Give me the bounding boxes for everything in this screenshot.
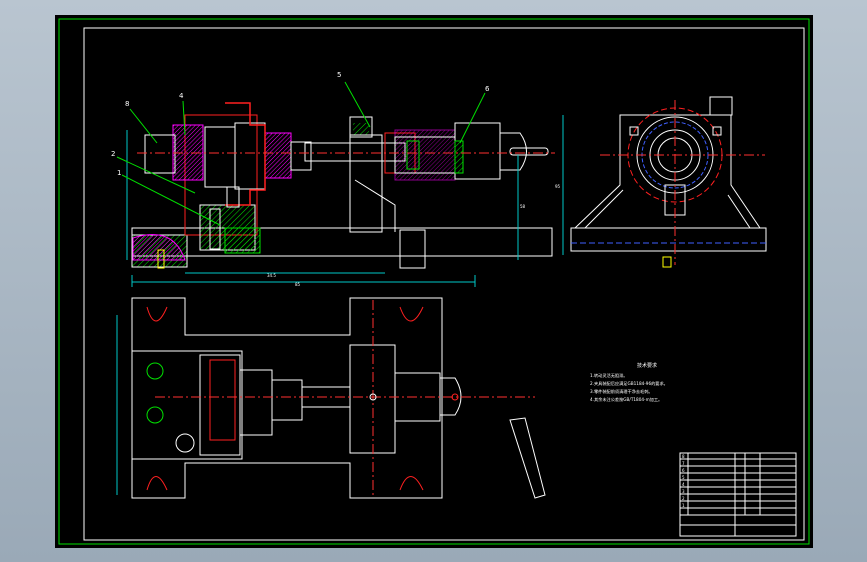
front-section-view: 34.5 85 58 xyxy=(126,102,555,287)
notes-title: 技术要求 xyxy=(637,362,657,369)
dim-label-overall: 85 xyxy=(295,282,301,287)
top-view xyxy=(116,297,546,499)
balloon-6: 6 xyxy=(485,85,490,93)
tb-row-8: 8 xyxy=(682,454,685,459)
balloon-1: 1 xyxy=(117,169,121,177)
note-1: 1.转动灵活无阻滞。 xyxy=(590,372,628,379)
side-view: 95 xyxy=(555,96,767,268)
note-3: 3.零件装配前须清理干净去毛刺。 xyxy=(590,388,653,395)
balloon-4: 4 xyxy=(179,92,184,100)
note-2: 2.夹具装配后应满足GB1184-96的要求。 xyxy=(590,380,668,387)
technical-notes: 技术要求 1.转动灵活无阻滞。 2.夹具装配后应满足GB1184-96的要求。 … xyxy=(590,362,668,403)
inner-border xyxy=(83,27,805,541)
balloon-2: 2 xyxy=(111,150,115,158)
tb-row-5: 5 xyxy=(682,475,685,480)
tb-row-7: 7 xyxy=(682,461,685,466)
drawing-sheet: 34.5 85 58 5 6 8 4 2 1 xyxy=(55,15,813,548)
tb-row-1: 1 xyxy=(682,503,685,508)
dim-label-length: 34.5 xyxy=(267,273,276,278)
tb-row-2: 2 xyxy=(682,496,685,501)
tb-row-4: 4 xyxy=(682,482,685,487)
balloon-5: 5 xyxy=(337,71,341,79)
note-4: 4.其余未注公差按GB/T1804-m加工。 xyxy=(590,396,662,403)
balloon-8: 8 xyxy=(125,100,129,108)
dim-label-height: 58 xyxy=(520,204,526,209)
tb-row-6: 6 xyxy=(682,468,685,473)
title-block: 8 7 6 5 4 3 2 1 xyxy=(679,452,797,537)
drawing-canvas[interactable]: 34.5 85 58 5 6 8 4 2 1 xyxy=(55,15,813,548)
outer-border xyxy=(58,18,810,545)
part-balloons: 5 6 8 4 2 1 xyxy=(111,71,490,226)
tb-row-3: 3 xyxy=(682,489,685,494)
dim-label-side: 95 xyxy=(555,184,561,189)
